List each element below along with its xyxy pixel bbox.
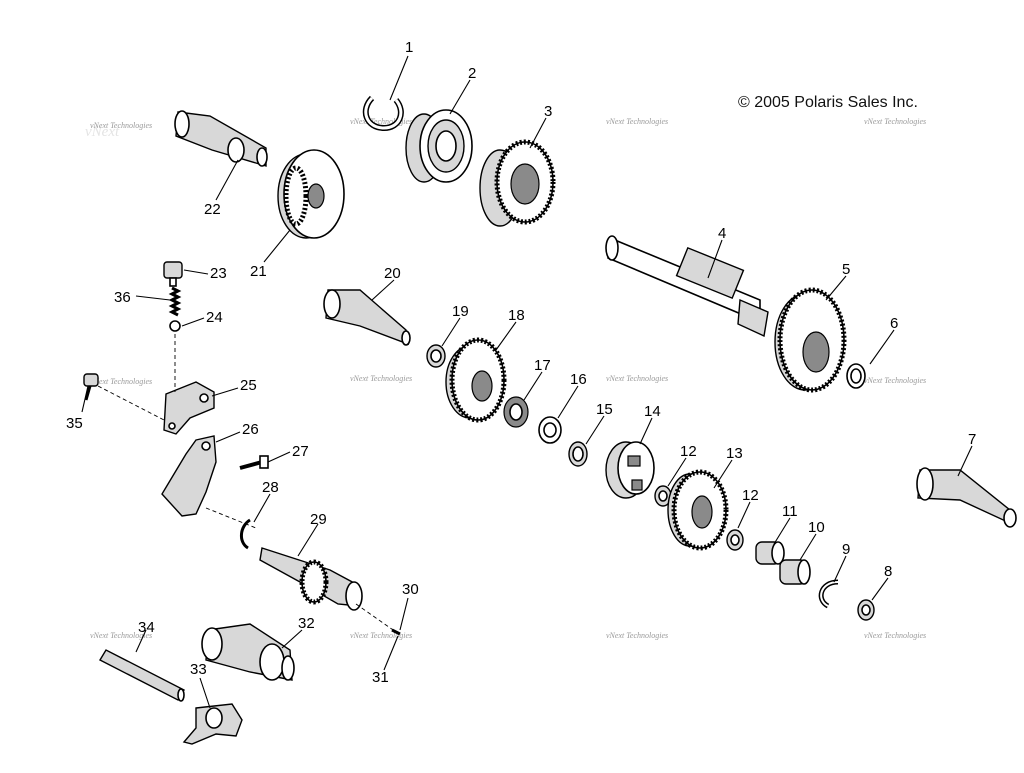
part-3-gear xyxy=(479,139,556,227)
watermark-text: vNext Technologies xyxy=(864,117,926,126)
callout-24: 24 xyxy=(206,309,223,326)
watermark-text: vNext Technologies xyxy=(606,374,668,383)
part-12-washer xyxy=(726,529,744,551)
leader-lines xyxy=(81,55,973,709)
watermark-text: vNext Technologies xyxy=(864,376,926,385)
part-1-snap-ring xyxy=(362,95,404,132)
part-25-bracket xyxy=(163,381,215,435)
part-18-gear xyxy=(445,337,507,423)
part-20-shaft xyxy=(323,289,411,346)
callout-23: 23 xyxy=(210,265,227,282)
watermark-text: vNext Technologies xyxy=(90,121,152,130)
callout-12: 12 xyxy=(680,443,697,460)
part-27-screw xyxy=(239,455,269,470)
callout-2: 2 xyxy=(468,65,476,82)
callout-34: 34 xyxy=(138,619,155,636)
part-14-shift-dog xyxy=(605,441,655,499)
part-7-shaft xyxy=(916,467,1017,528)
callout-3: 3 xyxy=(544,103,552,120)
part-29-shift-shaft xyxy=(259,547,363,611)
callout-29: 29 xyxy=(310,511,327,528)
watermark-text: vNext Technologies xyxy=(606,117,668,126)
watermarks: vNext vNext Technologies vNext Technolog… xyxy=(85,117,926,640)
callout-8: 8 xyxy=(884,563,892,580)
callout-18: 18 xyxy=(508,307,525,324)
callout-5: 5 xyxy=(842,261,850,278)
part-23-bolt xyxy=(163,261,183,287)
part-32-shift-drum xyxy=(201,623,295,681)
part-28-clip xyxy=(240,518,251,550)
callout-16: 16 xyxy=(570,371,587,388)
assembly-lines xyxy=(97,334,397,633)
part-19-washer xyxy=(426,344,446,368)
part-6-washer xyxy=(846,363,866,389)
callout-6: 6 xyxy=(890,315,898,332)
callout-21: 21 xyxy=(250,263,267,280)
callout-9: 9 xyxy=(842,541,850,558)
callout-7: 7 xyxy=(968,431,976,448)
part-17-bushing xyxy=(503,396,529,428)
part-36-spring xyxy=(168,286,182,317)
part-13-gear xyxy=(667,469,729,551)
watermark-text: vNext Technologies xyxy=(90,377,152,386)
callout-22: 22 xyxy=(204,201,221,218)
watermark-text: vNext Technologies xyxy=(864,631,926,640)
callout-numbers: 1 2 3 4 5 6 7 8 9 10 11 12 12 13 14 15 1… xyxy=(66,39,976,686)
watermark-text: vNext Technologies xyxy=(606,631,668,640)
callout-36: 36 xyxy=(114,289,131,306)
callout-26: 26 xyxy=(242,421,259,438)
callout-11: 11 xyxy=(782,503,798,520)
callout-33: 33 xyxy=(190,661,207,678)
part-22-shaft xyxy=(174,110,268,167)
callout-35: 35 xyxy=(66,415,83,432)
part-34-rod xyxy=(99,649,185,702)
callout-12b: 12 xyxy=(742,487,759,504)
part-33-shift-fork xyxy=(182,703,243,745)
watermark-text: vNext Technologies xyxy=(350,631,412,640)
part-10-bushing xyxy=(779,559,811,585)
copyright-text: © 2005 Polaris Sales Inc. xyxy=(738,94,918,111)
callout-10: 10 xyxy=(808,519,825,536)
callout-15: 15 xyxy=(596,401,613,418)
part-4-shaft xyxy=(605,235,769,338)
part-8-washer xyxy=(857,599,875,621)
part-24-ball xyxy=(169,320,181,332)
callout-31: 31 xyxy=(372,669,389,686)
callout-25: 25 xyxy=(240,377,257,394)
watermark-text: vNext Technologies xyxy=(350,117,412,126)
part-15-washer xyxy=(568,441,588,467)
callout-14: 14 xyxy=(644,403,661,420)
watermark-text: vNext Technologies xyxy=(350,374,412,383)
part-9-clip xyxy=(818,579,839,609)
callout-4: 4 xyxy=(718,225,726,242)
callout-19: 19 xyxy=(452,303,469,320)
callout-20: 20 xyxy=(384,265,401,282)
part-11-bushing xyxy=(755,541,785,565)
callout-28: 28 xyxy=(262,479,279,496)
callout-13: 13 xyxy=(726,445,743,462)
part-35-bolt xyxy=(83,373,99,401)
watermark-bg: vNext xyxy=(85,124,120,140)
callout-30: 30 xyxy=(402,581,419,598)
callout-1: 1 xyxy=(405,39,413,56)
part-2-bearing xyxy=(405,109,473,183)
part-26-stopper-arm xyxy=(161,435,217,517)
part-16-washer xyxy=(538,416,562,444)
callout-32: 32 xyxy=(298,615,315,632)
callout-27: 27 xyxy=(292,443,309,460)
part-5-gear xyxy=(774,287,847,393)
part-21-gear xyxy=(277,149,345,239)
callout-17: 17 xyxy=(534,357,551,374)
watermark-text: vNext Technologies xyxy=(90,631,152,640)
